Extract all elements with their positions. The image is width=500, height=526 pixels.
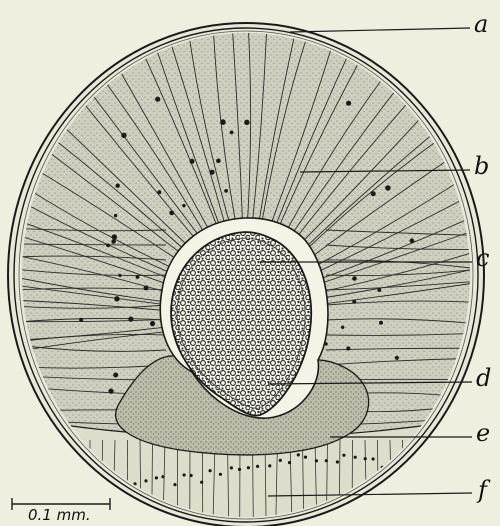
band-nucleus-dot bbox=[230, 466, 233, 469]
band-nucleus-dot bbox=[315, 459, 318, 462]
nucleus-dot bbox=[114, 296, 119, 301]
label-c: c bbox=[476, 246, 489, 270]
band-nucleus-dot bbox=[354, 456, 357, 459]
band-cell-wall bbox=[453, 440, 454, 520]
band-nucleus-dot bbox=[297, 453, 300, 456]
nucleus-dot bbox=[220, 119, 226, 125]
nucleus-dot bbox=[377, 288, 381, 292]
nucleus-dot bbox=[106, 244, 110, 248]
nucleus-dot bbox=[116, 184, 120, 188]
band-nucleus-dot bbox=[76, 472, 79, 475]
nucleus-dot bbox=[244, 120, 249, 125]
nucleus-dot bbox=[385, 185, 390, 190]
nucleus-dot bbox=[371, 191, 376, 196]
nucleus-dot bbox=[150, 321, 155, 326]
nucleus-dot bbox=[190, 159, 195, 164]
nucleus-dot bbox=[79, 318, 83, 322]
label-b: b bbox=[474, 154, 489, 178]
label-e: e bbox=[476, 421, 490, 445]
band-nucleus-dot bbox=[219, 473, 222, 476]
nucleus-dot bbox=[352, 276, 357, 281]
nucleus-dot bbox=[118, 274, 121, 277]
band-nucleus-dot bbox=[372, 457, 375, 460]
label-d: d bbox=[476, 366, 491, 390]
band-nucleus-dot bbox=[144, 479, 147, 482]
band-nucleus-dot bbox=[325, 459, 328, 462]
nucleus-dot bbox=[157, 190, 161, 194]
band-nucleus-dot bbox=[200, 481, 203, 484]
band-nucleus-dot bbox=[155, 476, 158, 479]
band-nucleus-dot bbox=[183, 473, 186, 476]
nucleus-dot bbox=[216, 159, 221, 164]
nucleus-dot bbox=[121, 133, 126, 138]
band-nucleus-dot bbox=[190, 474, 193, 477]
nucleus-dot bbox=[379, 321, 383, 325]
nucleus-dot bbox=[128, 317, 133, 322]
band-nucleus-dot bbox=[304, 456, 307, 459]
nucleus-dot bbox=[182, 204, 185, 207]
nucleus-dot bbox=[352, 300, 356, 304]
band-nucleus-dot bbox=[420, 466, 423, 469]
nucleus-dot bbox=[410, 238, 415, 243]
band-cell-wall bbox=[439, 440, 440, 520]
band-nucleus-dot bbox=[59, 469, 62, 472]
nucleus-dot bbox=[112, 234, 117, 239]
nucleus-dot bbox=[136, 275, 140, 279]
band-nucleus-dot bbox=[364, 457, 367, 460]
band-nucleus-dot bbox=[411, 472, 414, 475]
band-nucleus-dot bbox=[247, 466, 250, 469]
leader-a bbox=[290, 28, 470, 32]
band-nucleus-dot bbox=[238, 468, 241, 471]
nucleus-dot bbox=[395, 356, 399, 360]
nucleus-dot bbox=[155, 97, 160, 102]
nucleus-dot bbox=[113, 373, 118, 378]
nucleus-dot bbox=[224, 189, 228, 193]
nucleus-dot bbox=[111, 239, 116, 244]
band-nucleus-dot bbox=[104, 482, 107, 485]
band-nucleus-dot bbox=[161, 475, 164, 478]
nucleus-dot bbox=[108, 389, 113, 394]
nucleus-dot bbox=[114, 214, 117, 217]
band-nucleus-dot bbox=[428, 473, 431, 476]
band-nucleus-dot bbox=[268, 464, 271, 467]
band-nucleus-dot bbox=[256, 465, 259, 468]
nucleus-dot bbox=[210, 170, 215, 175]
band-nucleus-dot bbox=[342, 454, 345, 457]
band-nucleus-dot bbox=[67, 472, 70, 475]
scale-bar-label: 0.1 mm. bbox=[28, 506, 91, 524]
band-nucleus-dot bbox=[279, 459, 282, 462]
band-cell-wall bbox=[428, 440, 429, 520]
nucleus-dot bbox=[169, 211, 174, 216]
label-f: f bbox=[478, 478, 487, 502]
nucleus-dot bbox=[346, 346, 350, 350]
band-nucleus-dot bbox=[336, 460, 339, 463]
band-nucleus-dot bbox=[209, 469, 212, 472]
nucleus-dot bbox=[346, 101, 351, 106]
nucleus-dot bbox=[230, 131, 234, 135]
label-a: a bbox=[474, 12, 488, 36]
band-nucleus-dot bbox=[173, 483, 176, 486]
nucleus-dot bbox=[144, 286, 149, 291]
band-nucleus-dot bbox=[288, 461, 291, 464]
nucleus-dot bbox=[341, 326, 344, 329]
band-nucleus-dot bbox=[86, 470, 89, 473]
